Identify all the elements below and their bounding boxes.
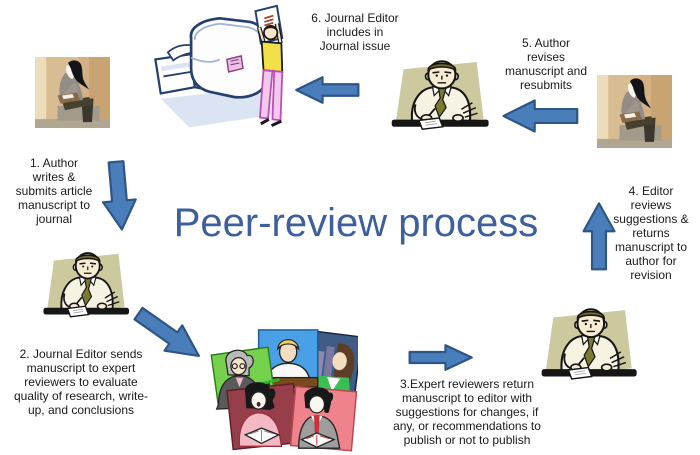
arrow-step6-left-icon: [295, 76, 359, 104]
step-4-label: 4. Editor reviews suggestions & returns …: [613, 184, 689, 282]
step-5-label: 5. Author revises manuscript and resubmi…: [504, 36, 588, 92]
editor-at-desk-illustration-top: [390, 58, 492, 138]
author-sitting-writing-illustration-top-left: [35, 57, 110, 128]
step-1-label: 1. Author writes & submits article manus…: [15, 156, 93, 226]
expert-reviewers-group-illustration: [205, 328, 358, 452]
arrow-step5-left-icon: [502, 99, 578, 133]
arrow-step2-diagonal-icon: [128, 299, 210, 370]
author-sitting-writing-illustration-right: [597, 75, 672, 148]
journal-editor-at-desk-illustration-left: [42, 250, 132, 325]
arrow-step3-right-icon: [409, 344, 473, 371]
step-2-label: 2. Journal Editor sends manuscript to ex…: [13, 347, 149, 417]
editor-at-desk-illustration-bottom-right: [540, 306, 640, 388]
page-title: Peer-review process: [173, 201, 539, 245]
step-6-label: 6. Journal Editor includes in Journal is…: [311, 11, 399, 53]
arrow-step1-down-icon: [98, 160, 140, 233]
arrow-step4-up-icon: [582, 202, 616, 270]
journal-printing-copier-illustration: [150, 4, 293, 131]
step-3-label: 3.Expert reviewers return manuscript to …: [393, 377, 541, 447]
